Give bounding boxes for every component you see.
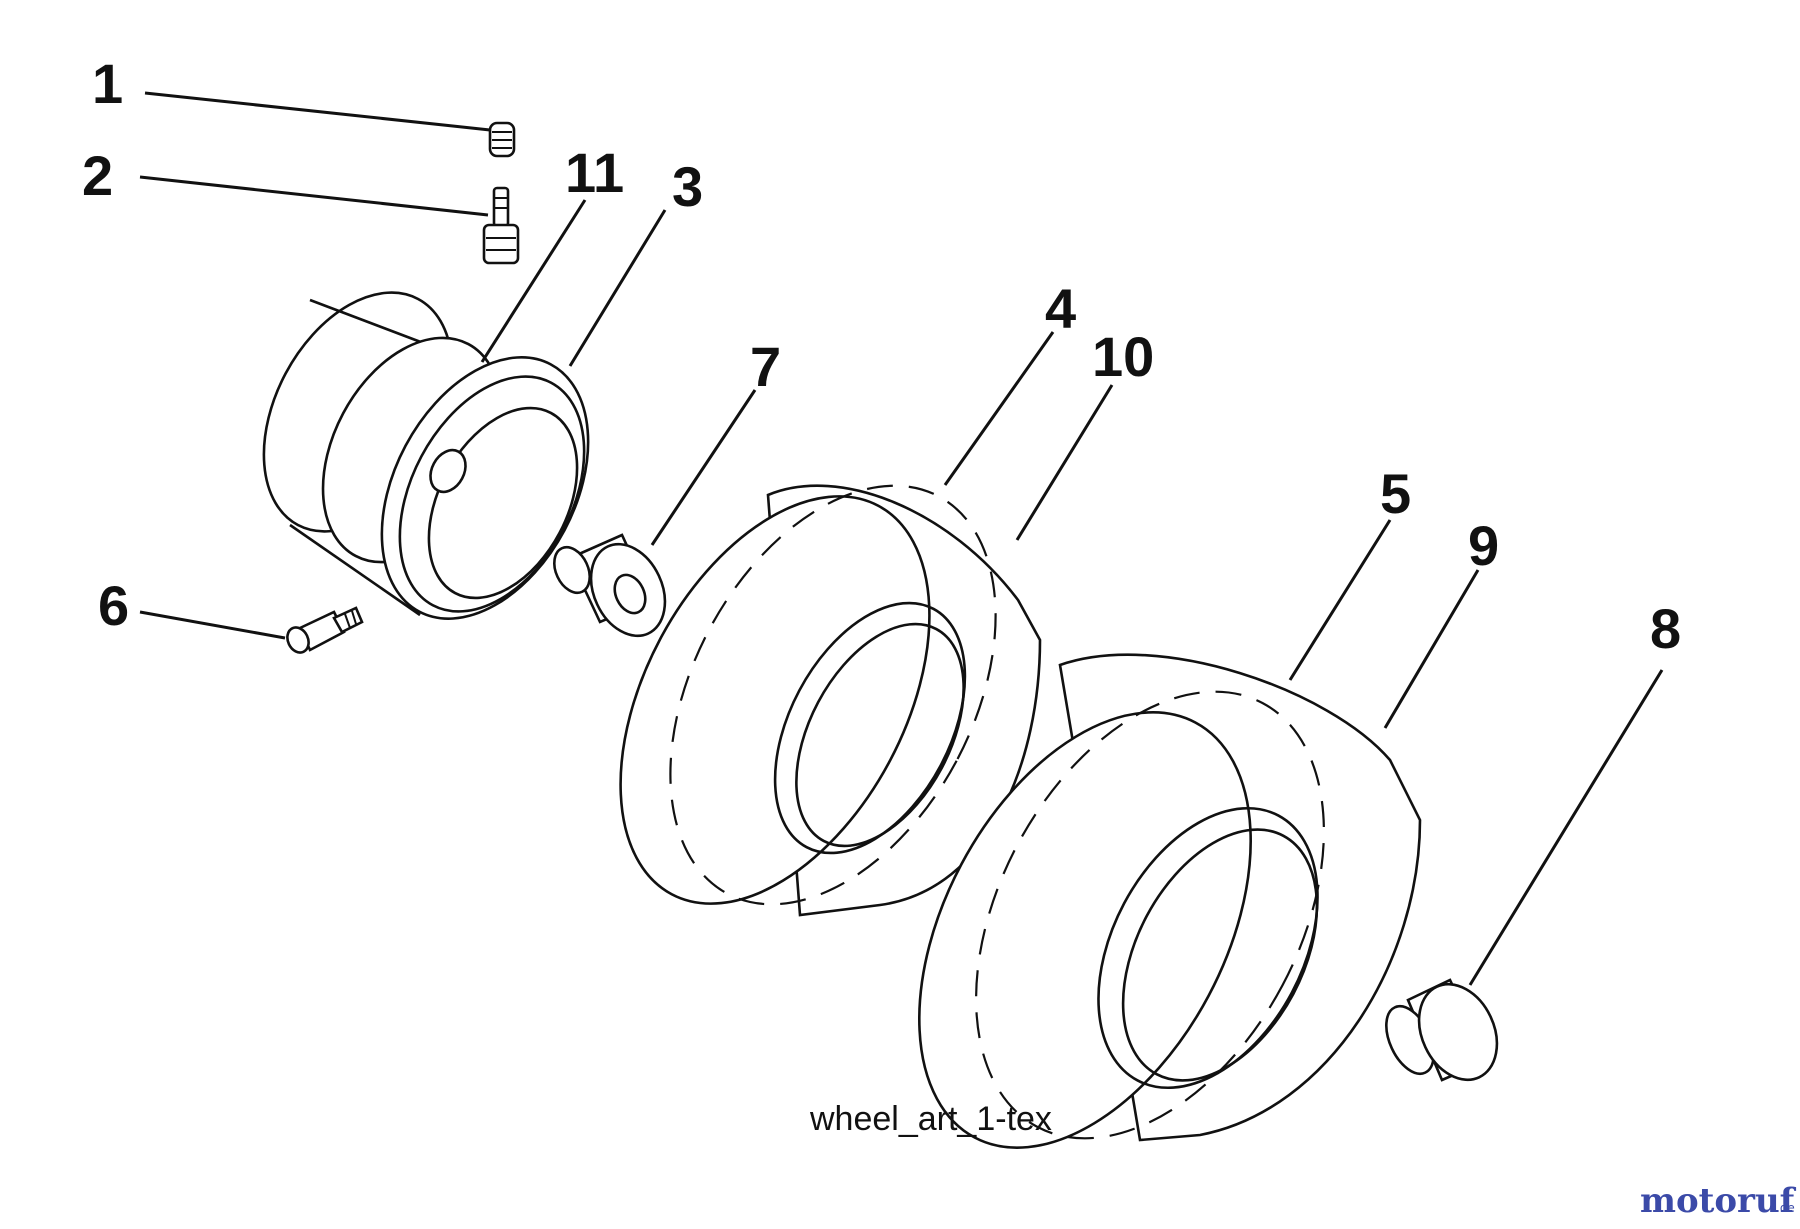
part-1-valve-cap <box>488 121 516 158</box>
callout-8: 8 <box>1650 597 1681 660</box>
part-2-valve-stem <box>482 186 520 265</box>
leader-11 <box>480 199 587 363</box>
watermark-logo: motoruf .de <box>1640 1181 1797 1221</box>
leader-lines <box>139 91 1664 986</box>
part-8-hub-cap <box>1385 978 1499 1082</box>
callout-10: 10 <box>1092 325 1154 388</box>
leader-10 <box>1015 384 1114 541</box>
leader-6 <box>139 610 286 640</box>
leader-8 <box>1468 669 1664 986</box>
leader-7 <box>650 389 757 546</box>
callout-11: 11 <box>565 141 624 204</box>
leader-3 <box>568 209 667 367</box>
callout-4: 4 <box>1045 277 1076 340</box>
callout-7: 7 <box>750 335 781 398</box>
leader-4 <box>943 331 1055 486</box>
callout-2: 2 <box>82 144 113 207</box>
watermark-brand: motoruf <box>1640 1181 1797 1221</box>
callout-5: 5 <box>1380 462 1411 525</box>
diagram-caption: wheel_art_1-tex <box>809 1100 1052 1138</box>
part-7-bushing <box>553 533 667 638</box>
part-4-tire <box>619 484 1042 917</box>
watermark-suffix: .de <box>1776 1201 1795 1215</box>
part-5-tire <box>918 653 1422 1149</box>
leader-9 <box>1383 569 1480 729</box>
leader-5 <box>1288 519 1392 681</box>
callout-1: 1 <box>92 52 123 115</box>
leader-1 <box>144 91 491 132</box>
callout-9: 9 <box>1468 514 1499 577</box>
rim-assembly <box>262 291 590 620</box>
callout-3: 3 <box>672 155 703 218</box>
callout-6: 6 <box>98 574 129 637</box>
leader-2 <box>139 175 489 217</box>
callout-labels: 1 2 11 3 4 10 7 6 5 9 8 <box>82 52 1681 660</box>
part-6-screw <box>286 606 364 654</box>
